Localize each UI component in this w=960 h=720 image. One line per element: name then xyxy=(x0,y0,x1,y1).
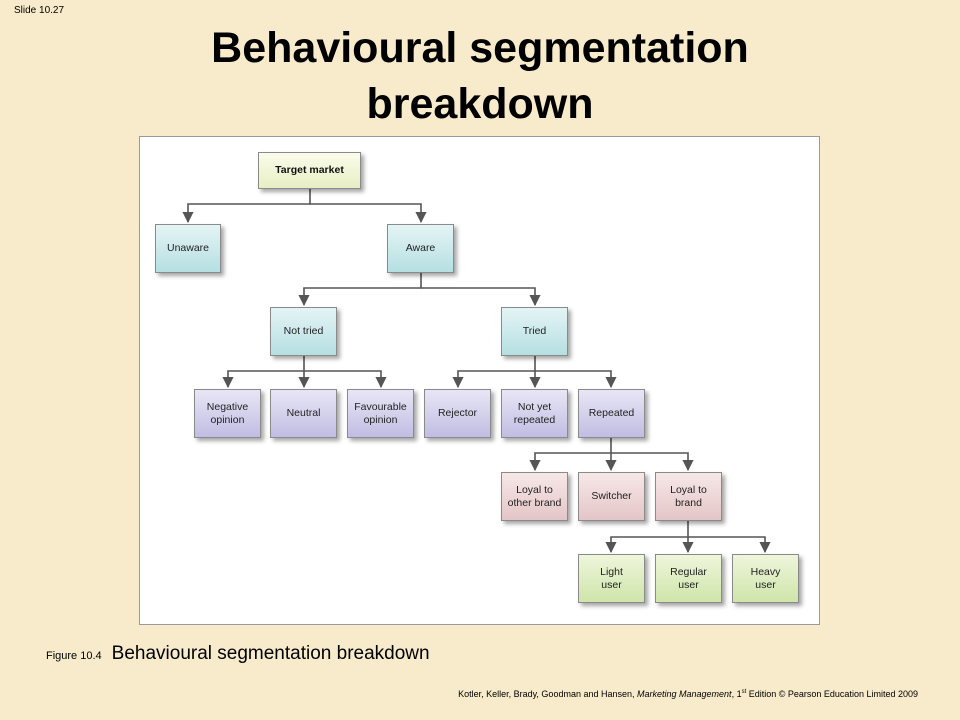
figure-caption: Figure 10.4 Behavioural segmentation brea… xyxy=(46,643,430,665)
node-neutral: Neutral xyxy=(270,389,337,438)
footer-edition-sup: st xyxy=(741,689,747,695)
node-not-yet-repeated: Not yet repeated xyxy=(501,389,568,438)
node-regular-user: Regular user xyxy=(655,554,722,603)
node-loyal-to-brand: Loyal to brand xyxy=(655,472,722,521)
node-negative-opinion: Negative opinion xyxy=(194,389,261,438)
node-favourable-opinion: Favourable opinion xyxy=(347,389,414,438)
connector-lines xyxy=(182,189,771,554)
footer-edition-num: , 1 xyxy=(731,689,742,699)
slide-number: Slide 10.27 xyxy=(14,5,65,16)
node-switcher: Switcher xyxy=(578,472,645,521)
node-unaware: Unaware xyxy=(155,224,221,273)
node-aware: Aware xyxy=(387,224,454,273)
node-repeated: Repeated xyxy=(578,389,645,438)
node-rejector: Rejector xyxy=(424,389,491,438)
footer-book-title: Marketing Management xyxy=(637,689,732,699)
node-not-tried: Not tried xyxy=(270,307,337,356)
title-line-2: breakdown xyxy=(366,80,594,128)
figure-label: Figure 10.4 xyxy=(46,650,102,662)
node-loyal-to-other-brand: Loyal to other brand xyxy=(501,472,568,521)
title-line-1: Behavioural segmentation xyxy=(211,24,749,72)
segmentation-diagram: Target market Unaware Aware Not tried Tr… xyxy=(139,136,820,625)
footer-authors: Kotler, Keller, Brady, Goodman and Hanse… xyxy=(458,689,637,699)
node-tried: Tried xyxy=(501,307,568,356)
node-light-user: Light user xyxy=(578,554,645,603)
node-target-market: Target market xyxy=(258,152,361,189)
footer-rest: Edition © Pearson Education Limited 2009 xyxy=(746,689,918,699)
node-heavy-user: Heavy user xyxy=(732,554,799,603)
footer-citation: Kotler, Keller, Brady, Goodman and Hanse… xyxy=(458,689,918,699)
slide-title: Behavioural segmentation breakdown xyxy=(0,20,960,132)
figure-caption-text: Behavioural segmentation breakdown xyxy=(111,643,430,664)
